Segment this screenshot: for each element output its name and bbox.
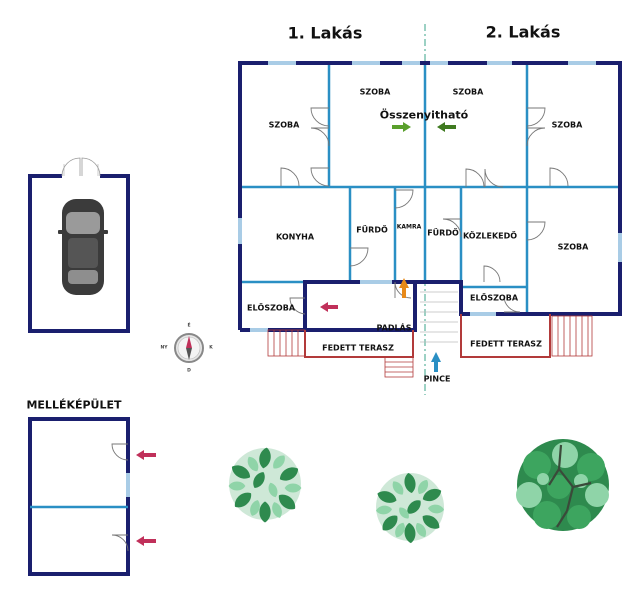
car-icon xyxy=(58,199,108,295)
label-pince: PINCE xyxy=(423,374,451,384)
tree-icon xyxy=(516,439,609,531)
compass-east: K xyxy=(209,345,213,351)
room-eloszoba-1: ELŐSZOBA xyxy=(246,303,296,313)
main-house xyxy=(238,24,622,395)
room-szoba-1-left: SZOBA xyxy=(268,120,300,130)
room-kamra: KAMRA xyxy=(396,223,422,231)
compass-west: NY xyxy=(160,345,168,351)
room-furdo-2: FÜRDŐ xyxy=(427,228,459,238)
room-kozlekedo: KÖZLEKEDŐ xyxy=(462,231,518,241)
room-konyha: KONYHA xyxy=(275,232,315,242)
tree-icon xyxy=(375,472,445,544)
room-szoba-2-lower: SZOBA xyxy=(557,242,589,252)
garage xyxy=(28,157,130,333)
compass-south: D xyxy=(187,368,191,374)
note-connectable: Összenyitható xyxy=(379,108,469,122)
compass-icon xyxy=(174,333,204,363)
room-eloszoba-2: ELŐSZOBA xyxy=(469,293,519,303)
entrance-arrow-icon xyxy=(320,122,456,372)
room-fedett-terasz-1: FEDETT TERASZ xyxy=(322,343,394,353)
compass-north: É xyxy=(187,323,191,329)
label-padlas: PADLÁS xyxy=(376,323,412,333)
room-szoba-1-mid: SZOBA xyxy=(359,87,391,97)
room-szoba-2-right: SZOBA xyxy=(551,120,583,130)
heading-apartment-1: 1. Lakás xyxy=(287,23,363,43)
room-furdo-1: FÜRDŐ xyxy=(356,225,388,235)
room-szoba-2-mid: SZOBA xyxy=(452,87,484,97)
heading-apartment-2: 2. Lakás xyxy=(485,22,561,42)
outbuilding xyxy=(28,417,156,576)
room-fedett-terasz-2: FEDETT TERASZ xyxy=(470,339,542,349)
heading-outbuilding: MELLÉKÉPÜLET xyxy=(26,398,122,412)
tree-icon xyxy=(228,446,302,523)
